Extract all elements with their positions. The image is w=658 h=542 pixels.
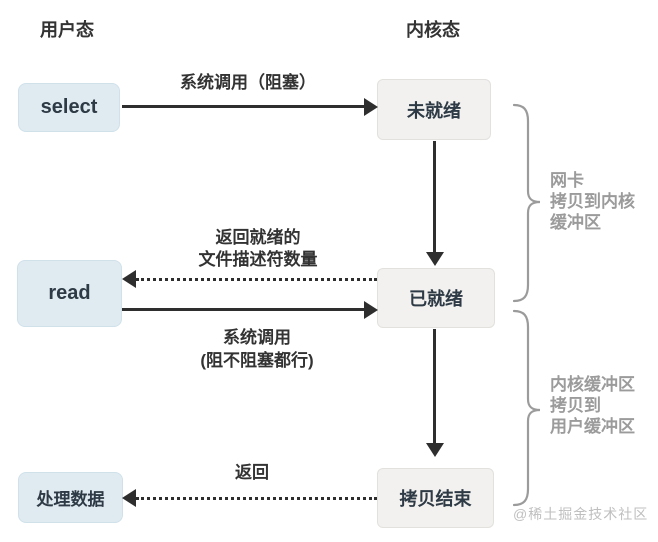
brace-text-kernel-copy: 内核缓冲区 拷贝到 用户缓冲区 (550, 374, 635, 437)
brace-text-nic-copy: 网卡 拷贝到内核 缓冲区 (550, 170, 635, 233)
node-read: read (17, 260, 122, 327)
arrow-down-icon (426, 252, 444, 266)
edge-ready-to-copydone-line (433, 329, 436, 444)
edge-select-syscall-line (122, 105, 365, 108)
label-read-syscall-line2: (阻不阻塞都行) (200, 351, 314, 370)
node-process-data: 处理数据 (18, 472, 123, 523)
label-read-syscall: 系统调用 (阻不阻塞都行) (157, 326, 357, 372)
node-select: select (18, 83, 120, 132)
edge-return-copy-line (136, 497, 377, 500)
node-not-ready: 未就绪 (377, 79, 491, 140)
brace-text-nic-copy-line2: 拷贝到内核 (550, 192, 635, 211)
brace-text-kernel-copy-line2: 拷贝到 (550, 396, 601, 415)
brace-text-nic-copy-line3: 缓冲区 (550, 213, 601, 232)
label-return-copy: 返回 (235, 463, 269, 482)
curly-brace-icon (512, 103, 541, 303)
brace-text-kernel-copy-line1: 内核缓冲区 (550, 375, 635, 394)
edge-notready-to-ready-line (433, 141, 436, 253)
arrow-left-icon (122, 270, 136, 288)
edge-return-ready-fds-line (136, 278, 377, 281)
node-copy-done: 拷贝结束 (377, 468, 494, 528)
brace-text-kernel-copy-line3: 用户缓冲区 (550, 417, 635, 436)
label-return-ready-fds-line1: 返回就绪的 (215, 228, 301, 247)
watermark: @稀土掘金技术社区 (513, 506, 649, 522)
label-return-ready-fds-line2: 文件描述符数量 (198, 250, 318, 269)
kernel-mode-heading: 内核态 (406, 20, 460, 40)
label-read-syscall-line1: 系统调用 (223, 328, 291, 347)
brace-text-nic-copy-line1: 网卡 (550, 171, 584, 190)
edge-read-syscall-line (122, 308, 365, 311)
user-mode-heading: 用户态 (40, 20, 94, 40)
node-ready: 已就绪 (377, 268, 495, 328)
label-return-ready-fds: 返回就绪的 文件描述符数量 (158, 227, 358, 271)
label-select-syscall: 系统调用（阻塞） (180, 73, 316, 92)
arrow-down-icon (426, 443, 444, 457)
arrow-left-icon (122, 489, 136, 507)
arrow-right-icon (364, 301, 378, 319)
curly-brace-icon (512, 309, 541, 507)
arrow-right-icon (364, 98, 378, 116)
